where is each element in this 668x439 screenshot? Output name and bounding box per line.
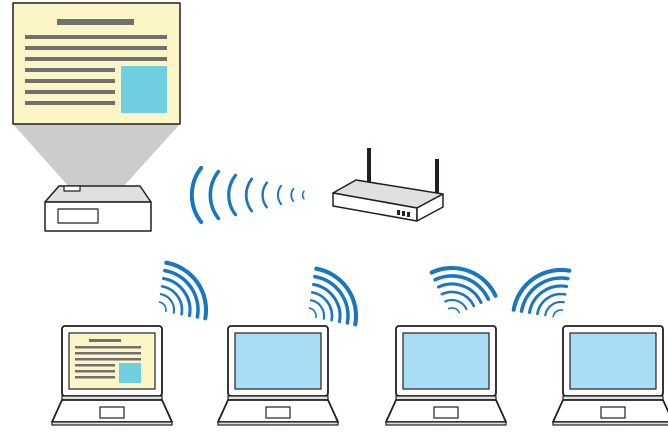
signal-arc bbox=[310, 291, 334, 322]
doc-title-bar bbox=[57, 19, 134, 25]
doc-text-line bbox=[25, 68, 115, 72]
signal-arc bbox=[290, 187, 295, 203]
signal-arc bbox=[436, 282, 483, 305]
signal-arc bbox=[160, 285, 184, 316]
signal-arc bbox=[244, 177, 254, 213]
signal-arc bbox=[277, 184, 283, 206]
doc-text-line bbox=[25, 46, 167, 50]
signal-arc bbox=[552, 309, 564, 318]
doc-text-line bbox=[75, 370, 115, 373]
wifi-waves-icon bbox=[511, 267, 572, 318]
signal-arc bbox=[536, 292, 567, 316]
wifi-waves-icon bbox=[429, 265, 498, 314]
laptop-front-edge bbox=[51, 421, 173, 426]
laptop-touchpad bbox=[265, 406, 291, 419]
doc-text-line bbox=[25, 57, 167, 61]
doc-title-bar bbox=[89, 339, 121, 342]
doc-text-line bbox=[25, 90, 115, 94]
laptop-icon bbox=[51, 325, 173, 426]
router-antenna-right bbox=[435, 159, 439, 199]
doc-text-line bbox=[25, 101, 115, 105]
signal-arc bbox=[313, 274, 350, 325]
signal-arc bbox=[429, 265, 498, 298]
laptop-screen bbox=[569, 332, 657, 390]
signal-arc bbox=[314, 266, 359, 327]
signal-arc bbox=[301, 190, 305, 200]
doc-text-line bbox=[25, 35, 167, 39]
signal-arc bbox=[527, 284, 569, 314]
projector-icon bbox=[44, 185, 152, 232]
signal-arc bbox=[163, 268, 200, 319]
wifi-waves-icon bbox=[158, 260, 209, 321]
doc-text-line bbox=[75, 352, 141, 355]
signal-arc bbox=[308, 307, 317, 319]
laptop-touchpad bbox=[600, 406, 626, 419]
laptop-touchpad bbox=[433, 406, 459, 419]
laptop-screen bbox=[402, 332, 490, 390]
signal-arc bbox=[312, 282, 342, 324]
laptop-front-edge bbox=[217, 421, 339, 426]
signal-arc bbox=[227, 173, 238, 217]
wifi-waves-icon bbox=[308, 266, 359, 327]
signal-arc bbox=[208, 169, 221, 221]
router-led bbox=[407, 212, 410, 217]
projector-lens bbox=[63, 185, 81, 192]
doc-image bbox=[121, 66, 167, 113]
laptop-icon bbox=[217, 325, 339, 426]
signal-arc bbox=[433, 274, 491, 301]
signal-arc bbox=[544, 300, 565, 317]
doc-text-line bbox=[25, 79, 115, 83]
projector-panel bbox=[57, 208, 99, 224]
doc-text-line bbox=[75, 376, 115, 379]
laptop-icon bbox=[385, 325, 507, 426]
doc-text-line bbox=[75, 364, 115, 367]
signal-arc bbox=[261, 181, 268, 209]
wifi-waves-icon bbox=[189, 165, 305, 225]
signal-arc bbox=[440, 290, 476, 308]
projection-beam bbox=[13, 124, 180, 188]
router-antenna-left bbox=[367, 148, 371, 188]
router-side bbox=[416, 193, 444, 222]
signal-arc bbox=[158, 301, 167, 313]
signal-arc bbox=[189, 165, 204, 225]
signal-arc bbox=[444, 298, 468, 311]
signal-arc bbox=[447, 307, 461, 314]
signal-arc bbox=[309, 299, 326, 320]
signal-arc bbox=[511, 267, 572, 312]
signal-arc bbox=[519, 276, 570, 313]
signal-arc bbox=[164, 260, 209, 321]
signal-arc bbox=[162, 276, 192, 318]
laptop-screen bbox=[234, 332, 322, 390]
laptop-front-edge bbox=[552, 421, 668, 426]
router-led bbox=[402, 211, 405, 216]
signal-arc bbox=[159, 293, 176, 314]
laptop-icon bbox=[552, 325, 668, 426]
projected-screen bbox=[12, 2, 181, 188]
laptop-front-edge bbox=[385, 421, 507, 426]
wireless-router-icon bbox=[332, 148, 444, 222]
projector-top bbox=[44, 185, 152, 203]
laptop-touchpad bbox=[99, 406, 125, 419]
doc-text-line bbox=[75, 358, 141, 361]
router-led bbox=[397, 210, 400, 215]
doc-text-line bbox=[75, 346, 141, 349]
doc-image bbox=[119, 363, 141, 383]
